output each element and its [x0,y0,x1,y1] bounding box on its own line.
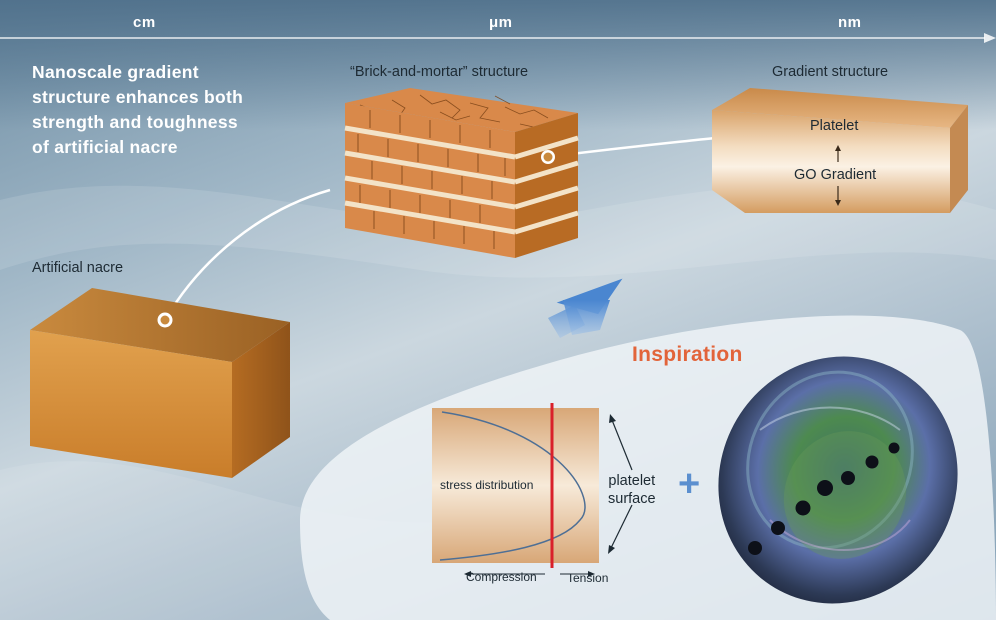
caption-artificial-nacre: Artificial nacre [32,260,124,276]
headline-line-3: strength and toughness [32,112,238,132]
scale-label-um: μm [489,14,513,31]
surface-arrow-top-line [611,419,633,471]
headline-line-2: structure enhances both [32,87,244,107]
connector-node-brick-inner-icon [543,152,553,162]
compression-label: Compression [466,570,537,584]
inspiration-title: Inspiration [632,343,743,366]
plus-sign: + [678,463,701,505]
platelet-surface-line-2: surface [608,491,656,507]
connector-node-inner-icon [160,315,170,325]
scale-label-nm: nm [838,14,862,31]
abalone-shell-illustration [718,356,958,604]
up-arrow-icon [548,278,623,338]
tension-label: Tension [567,571,609,585]
compression-arrow-head [464,571,471,577]
caption-gradient-structure: Gradient structure [772,64,889,80]
surface-arrow-bottom-line [610,504,633,549]
go-gradient-label: GO Gradient [794,167,877,183]
headline: Nanoscale gradient structure enhances bo… [32,60,292,160]
stress-distribution-diagram [432,403,633,577]
caption-brick-and-mortar: “Brick-and-mortar” structure [350,64,529,80]
headline-line-1: Nanoscale gradient [32,62,199,82]
connector-cube-to-brick [163,188,331,321]
scale-label-cm: cm [133,14,156,31]
artificial-nacre-cube [30,288,290,478]
stress-curve [439,411,586,561]
brick-and-mortar-stack [344,88,579,258]
gradient-arrow-up-head [835,145,841,151]
platelet-label: Platelet [810,118,859,134]
headline-line-4: of artificial nacre [32,137,178,157]
platelet-surface-line-1: platelet [608,473,656,489]
surface-arrow-bottom-head [608,545,615,554]
gradient-structure-block [712,88,968,213]
surface-arrow-top-head [609,414,616,423]
stress-distribution-label: stress distribution [440,478,534,492]
tension-arrow-head [588,571,595,577]
gradient-arrow-down-head [835,200,841,206]
platelet-surface-label: platelet surface [608,472,656,508]
scale-axis-arrowhead [984,33,996,43]
